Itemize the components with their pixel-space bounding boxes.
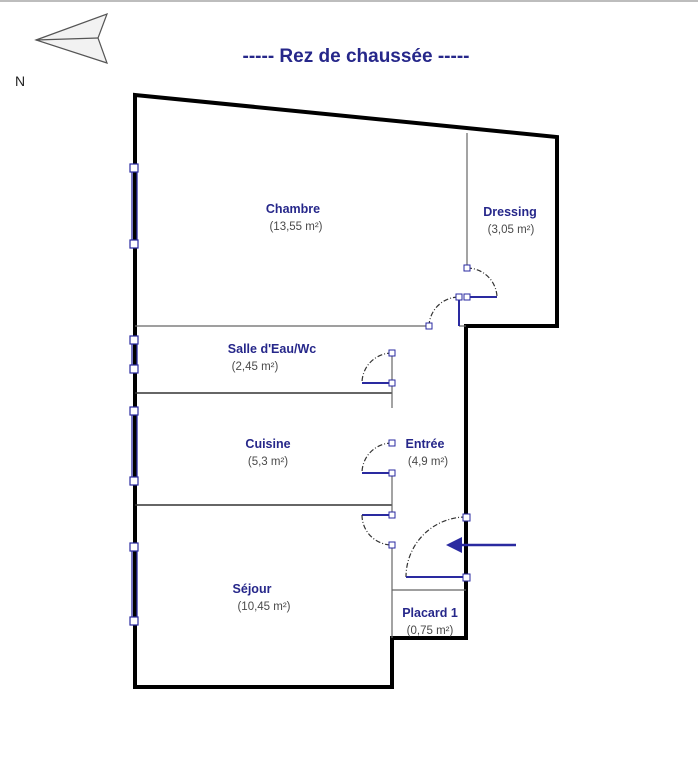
window-chambre: [129, 163, 139, 249]
door-entree: [405, 513, 471, 582]
room-name-salle-eau: Salle d'Eau/Wc: [228, 342, 316, 356]
door-cuisine: [361, 439, 396, 477]
window-salle-eau: [129, 335, 139, 374]
outer-wall: [133, 92, 559, 689]
room-area-dressing: (3,05 m²): [488, 224, 535, 236]
entry-arrow-icon: [446, 537, 516, 553]
plan-title: ----- Rez de chaussée -----: [243, 46, 470, 67]
room-name-placard: Placard 1: [402, 606, 458, 620]
door-dressing: [463, 264, 498, 301]
door-salle-eau: [361, 349, 396, 387]
window-sejour: [129, 542, 139, 626]
room-area-entree: (4,9 m²): [408, 456, 448, 468]
room-area-cuisine: (5,3 m²): [248, 456, 288, 468]
room-area-chambre: (13,55 m²): [269, 221, 322, 233]
room-area-salle-eau: (2,45 m²): [232, 361, 279, 373]
door-sejour: [361, 511, 396, 549]
door-chambre: [425, 293, 463, 330]
north-arrow-icon: [34, 12, 109, 64]
room-name-cuisine: Cuisine: [245, 437, 290, 451]
room-name-dressing: Dressing: [483, 205, 537, 219]
room-name-chambre: Chambre: [266, 202, 320, 216]
top-border: [0, 0, 698, 2]
room-area-sejour: (10,45 m²): [237, 601, 290, 613]
north-label: N: [15, 73, 25, 89]
room-area-placard: (0,75 m²): [407, 625, 454, 637]
room-name-entree: Entrée: [406, 437, 445, 451]
room-name-sejour: Séjour: [233, 582, 272, 596]
window-cuisine: [129, 406, 139, 486]
